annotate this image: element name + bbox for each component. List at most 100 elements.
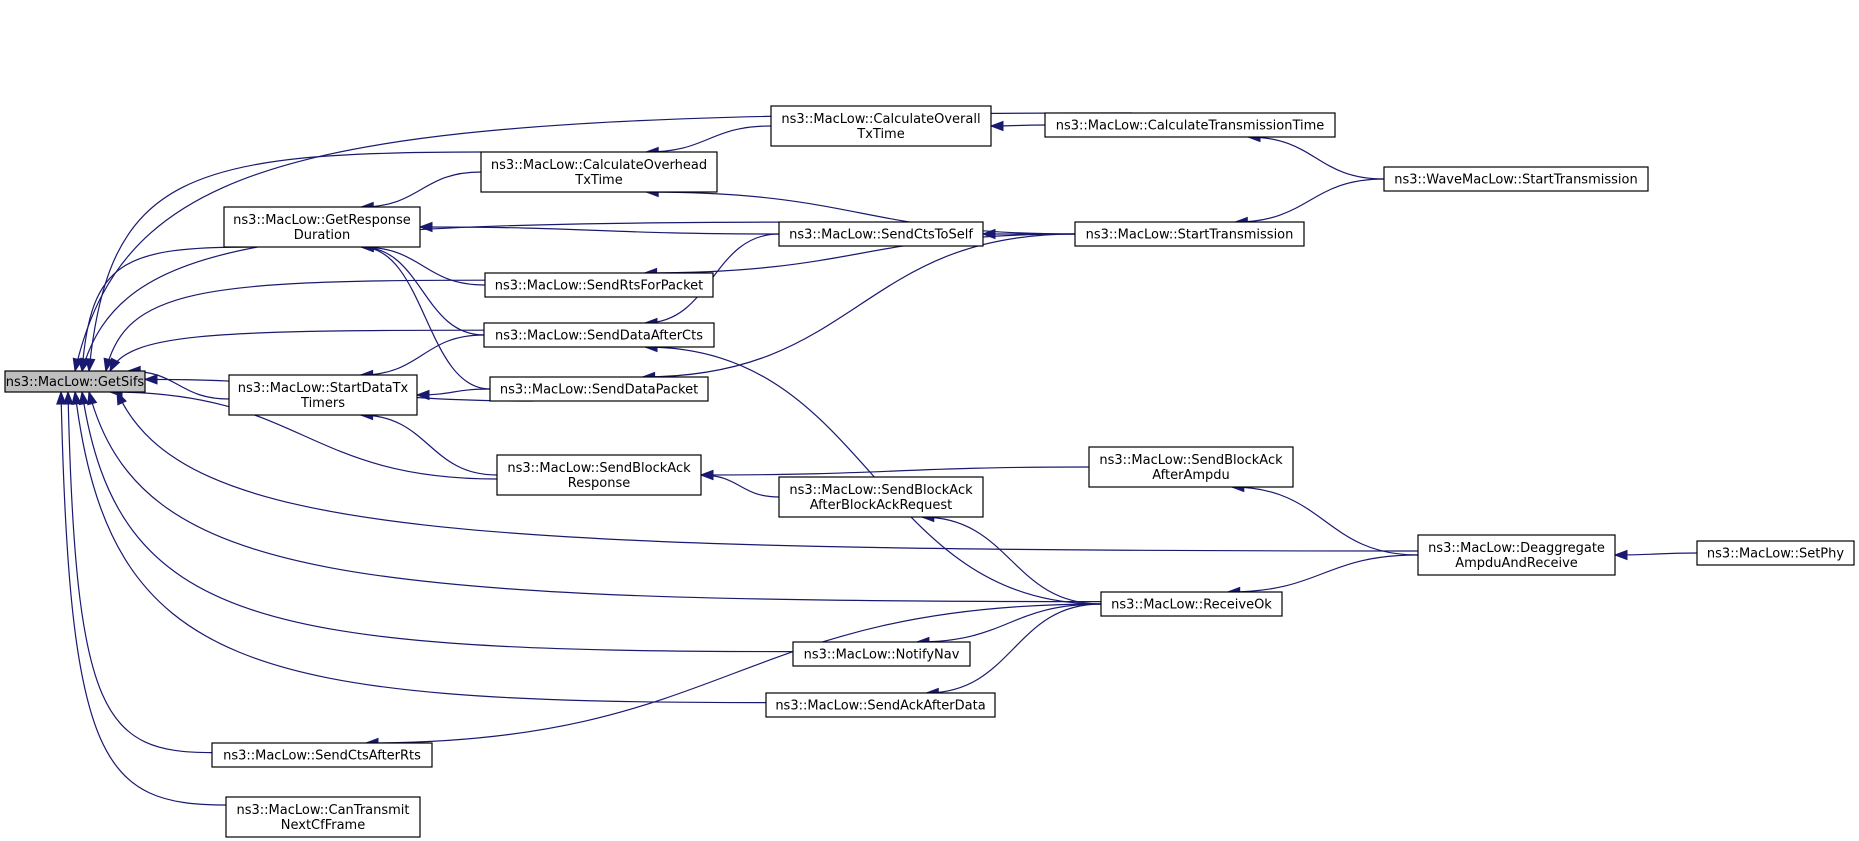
node-senddatapacket[interactable]: ns3::MacLow::SendDataPacket — [489, 376, 709, 402]
edge-receiveok-to-getsifs-arrowhead — [87, 390, 98, 406]
edge-receiveok-to-getsifs — [88, 391, 1102, 603]
edge-calcoverall-to-calcoverhead — [646, 125, 772, 153]
node-box-calctxtime — [1044, 112, 1336, 138]
node-receiveok[interactable]: ns3::MacLow::ReceiveOk — [1100, 591, 1283, 617]
edge-senddataaftercts-to-getsifs-arrowhead — [109, 357, 121, 373]
node-sendctstoself[interactable]: ns3::MacLow::SendCtsToSelf — [778, 221, 984, 247]
node-calctxtime[interactable]: ns3::MacLow::CalculateTransmissionTime — [1044, 112, 1336, 138]
node-box-sendblockackafterbar — [778, 476, 984, 518]
node-wavestarttx[interactable]: ns3::WaveMacLow::StartTransmission — [1383, 166, 1649, 192]
node-box-sendrts — [484, 272, 714, 298]
edge-sendctsafterrts-to-getsifs — [67, 391, 213, 754]
edge-cantransmit-to-getsifs-arrowhead — [56, 390, 67, 405]
edge-wavestarttx-to-starttransmission — [1235, 178, 1385, 223]
edge-senddatapacket-to-getresponse — [361, 246, 491, 390]
node-sendrts[interactable]: ns3::MacLow::SendRtsForPacket — [484, 272, 714, 298]
node-box-getsifs — [4, 370, 146, 393]
edge-notifynav-to-getsifs-arrowhead — [78, 390, 90, 406]
node-label-getresponse-1: Duration — [294, 228, 350, 243]
edges-layer — [56, 112, 1698, 806]
node-label-cantransmit-0: ns3::MacLow::CanTransmit — [236, 803, 409, 818]
node-box-sendblockackresp — [496, 454, 702, 496]
edge-sendctstoself-to-getresponse — [419, 226, 780, 235]
edge-deaggregate-to-getsifs — [116, 391, 1419, 552]
edge-senddataaftercts-to-getresponse — [361, 246, 485, 336]
edge-sendblockackresp-to-startdatatx — [360, 414, 498, 476]
edge-starttransmission-to-sendctstoself-arrowhead — [981, 228, 996, 240]
edge-receiveok-to-sendackafterdata — [926, 603, 1102, 694]
edge-sendrts-to-getresponse — [361, 246, 486, 286]
edge-sendackafterdata-to-getsifs — [74, 391, 767, 704]
node-box-wavestarttx — [1383, 166, 1649, 192]
node-label-calcoverall-0: ns3::MacLow::CalculateOverall — [781, 112, 980, 127]
node-label-sendctsafterrts-0: ns3::MacLow::SendCtsAfterRts — [223, 749, 421, 764]
node-box-startdatatx — [228, 374, 418, 416]
node-sendackafterdata[interactable]: ns3::MacLow::SendAckAfterData — [765, 692, 996, 718]
edge-calcoverhead-to-getresponse — [361, 171, 482, 208]
node-box-setphy — [1696, 540, 1855, 566]
edge-sendblockackresp-to-getsifs — [109, 391, 498, 480]
node-sendblockackafterbar[interactable]: ns3::MacLow::SendBlockAckAfterBlockAckRe… — [778, 476, 984, 518]
edge-wavestarttx-to-calctxtime — [1247, 136, 1385, 180]
node-label-sendblockackafterbar-0: ns3::MacLow::SendBlockAck — [789, 483, 973, 498]
node-box-sendctstoself — [778, 221, 984, 247]
edge-sendrts-to-getsifs — [105, 279, 486, 372]
node-label-starttransmission-0: ns3::MacLow::StartTransmission — [1086, 228, 1294, 243]
edge-senddataaftercts-to-getsifs — [109, 329, 485, 372]
nodes-layer: ns3::MacLow::GetSifs ns3::MacLow::GetResp… — [4, 105, 1855, 838]
node-box-notifynav — [792, 641, 971, 667]
node-box-deaggregate — [1417, 534, 1616, 576]
edge-sendctstoself-to-getsifs-arrowhead — [80, 357, 91, 373]
node-senddataaftercts[interactable]: ns3::MacLow::SendDataAfterCts — [483, 322, 715, 348]
edge-sendctstoself-to-getresponse-arrowhead — [418, 221, 433, 233]
edge-sendctstoself-to-getsifs — [81, 221, 841, 372]
node-label-startdatatx-1: Timers — [300, 396, 345, 411]
node-label-receiveok-0: ns3::MacLow::ReceiveOk — [1111, 598, 1272, 613]
node-label-calcoverall-1: TxTime — [856, 127, 904, 142]
node-label-sendblockackafterampdu-1: AfterAmpdu — [1152, 468, 1230, 483]
node-label-sendblockackafterbar-1: AfterBlockAckRequest — [810, 498, 953, 513]
edge-notifynav-to-getsifs — [81, 391, 794, 653]
node-box-senddataaftercts — [483, 322, 715, 348]
edge-setphy-to-deaggregate-arrowhead — [1613, 549, 1628, 561]
edge-deaggregate-to-sendblockackafterampdu — [1231, 486, 1419, 556]
node-getsifs[interactable]: ns3::MacLow::GetSifs — [4, 370, 146, 393]
edge-getresponse-to-getsifs — [81, 246, 254, 372]
node-box-cantransmit — [225, 796, 421, 838]
edge-starttransmission-to-senddatapacket — [642, 233, 1076, 378]
edge-receiveok-to-sendblockackafterbar — [921, 516, 1102, 605]
node-label-getsifs-0: ns3::MacLow::GetSifs — [6, 375, 145, 390]
edge-calcoverhead-to-getsifs — [88, 151, 482, 372]
node-box-sendctsafterrts — [211, 742, 433, 768]
node-label-deaggregate-0: ns3::MacLow::Deaggregate — [1428, 541, 1605, 556]
node-box-calcoverhead — [480, 151, 718, 193]
node-label-notifynav-0: ns3::MacLow::NotifyNav — [804, 648, 960, 663]
edge-receiveok-to-senddataaftercts — [644, 346, 1102, 605]
edge-deaggregate-to-getsifs-arrowhead — [116, 390, 127, 406]
edge-starttransmission-to-calcoverhead — [646, 191, 1076, 235]
node-box-sendblockackafterampdu — [1088, 446, 1294, 488]
node-box-receiveok — [1100, 591, 1283, 617]
edge-receiveok-to-notifynav — [916, 603, 1102, 643]
node-label-getresponse-0: ns3::MacLow::GetResponse — [233, 213, 411, 228]
node-notifynav[interactable]: ns3::MacLow::NotifyNav — [792, 641, 971, 667]
edge-calctxtime-to-calcoverall-arrowhead — [989, 120, 1004, 132]
node-label-senddataaftercts-0: ns3::MacLow::SendDataAfterCts — [495, 329, 703, 344]
node-starttransmission[interactable]: ns3::MacLow::StartTransmission — [1074, 221, 1305, 247]
node-sendctsafterrts[interactable]: ns3::MacLow::SendCtsAfterRts — [211, 742, 433, 768]
node-label-sendblockackafterampdu-0: ns3::MacLow::SendBlockAck — [1099, 453, 1283, 468]
edge-sendblockackafterbar-to-sendblockackresp-arrowhead — [699, 469, 714, 481]
node-setphy[interactable]: ns3::MacLow::SetPhy — [1696, 540, 1855, 566]
edge-senddatapacket-to-getsifs-arrowhead — [143, 374, 158, 385]
edge-receiveok-to-sendctsafterrts — [365, 603, 1102, 744]
node-box-calcoverall — [770, 105, 992, 147]
